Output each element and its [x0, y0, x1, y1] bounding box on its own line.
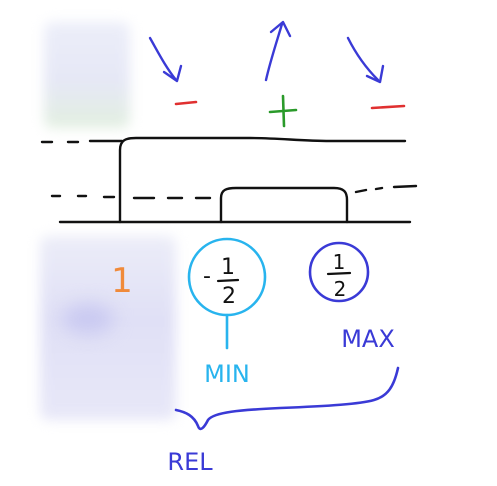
max-fraction-numerator: 1 — [333, 250, 346, 274]
arrow-down-right-left — [148, 36, 183, 83]
max-fraction-denominator: 2 — [334, 277, 347, 301]
min-fraction-numerator: 1 — [221, 255, 235, 280]
min-fraction-denominator: 2 — [222, 284, 236, 309]
left-number: 1 — [111, 261, 133, 301]
arrow-down-right-right — [346, 36, 385, 84]
arrow-up-center — [264, 20, 292, 82]
profile-lines — [40, 136, 418, 224]
plus-sign-center-mark — [268, 94, 298, 128]
rel-brace — [174, 366, 400, 431]
rel-label: REL — [167, 448, 213, 476]
minus-sign-left-mark — [174, 100, 198, 106]
max-circle — [308, 241, 370, 303]
max-label: MAX — [341, 325, 395, 353]
minus-sign-right-mark — [370, 104, 406, 110]
min-circle — [187, 237, 267, 350]
blurred-region-top — [44, 22, 130, 128]
min-fraction-sign: - — [203, 264, 211, 289]
blurred-region-spot — [62, 304, 114, 334]
min-label: MIN — [204, 360, 250, 388]
